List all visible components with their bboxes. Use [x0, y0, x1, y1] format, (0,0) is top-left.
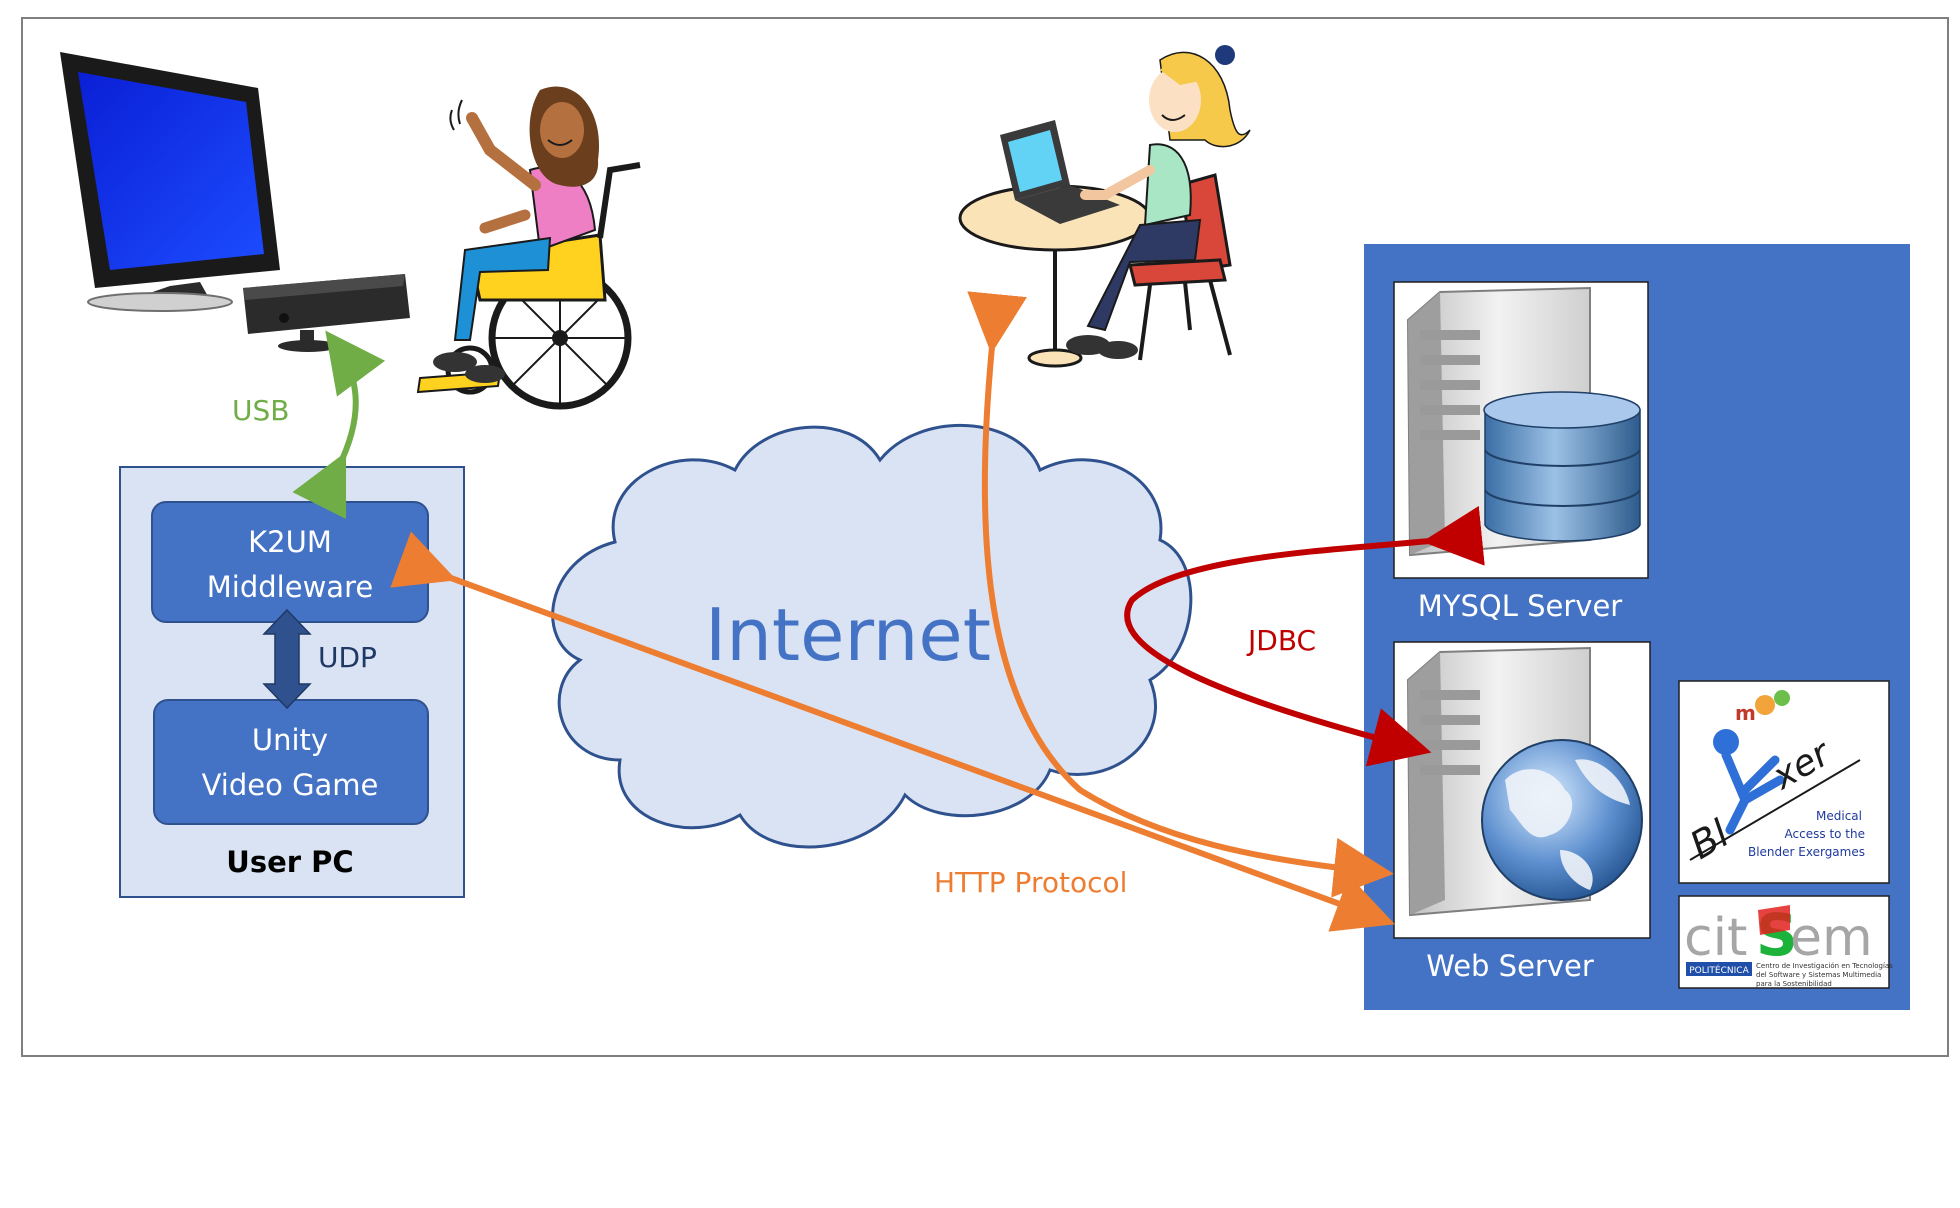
citsem-badge: POLITÉCNICA	[1689, 964, 1749, 976]
blexer-logo: m Bl xer Medical Access to the Blender E…	[1678, 680, 1890, 884]
jdbc-arrow	[1124, 505, 1485, 767]
user-pc-panel: K2UM Middleware Unity Video Game UDP Use…	[119, 466, 465, 898]
usb-label: USB	[232, 394, 289, 427]
citsem-tagline-2: del Software y Sistemas Multimedia	[1756, 971, 1881, 979]
usb-arrow	[292, 330, 386, 519]
wheelchair-user-illustration	[416, 86, 641, 410]
http-arrow-laptop-web	[967, 291, 1394, 898]
monitor-icon	[60, 52, 280, 312]
mysql-server-icon	[1393, 281, 1649, 579]
citsem-tagline-3: para la Sostenibilidad	[1756, 980, 1832, 988]
web-server-label: Web Server	[1426, 949, 1594, 983]
svg-text:em: em	[1790, 908, 1873, 968]
udp-label: UDP	[318, 641, 377, 674]
middleware-line2: Middleware	[207, 570, 373, 604]
blexer-tagline-1: Medical	[1816, 809, 1862, 823]
citsem-tagline-1: Centro de Investigación en Tecnologías	[1756, 962, 1893, 970]
http-protocol-label: HTTP Protocol	[934, 866, 1127, 899]
blexer-tagline-2: Access to the	[1785, 827, 1865, 841]
game-line2: Video Game	[202, 768, 379, 802]
game-line1: Unity	[252, 723, 328, 757]
middleware-line1: K2UM	[248, 525, 332, 559]
server-panel: MYSQL Server Web Server m Bl xer	[1364, 244, 1910, 1010]
citsem-logo: cit S em POLITÉCNICA Centro de Investiga…	[1678, 895, 1893, 989]
udp-arrow	[262, 608, 312, 710]
svg-text:m: m	[1735, 701, 1756, 725]
blexer-tagline-3: Blender Exergames	[1748, 845, 1865, 859]
middleware-box	[151, 501, 429, 623]
jdbc-label: JDBC	[1246, 624, 1316, 657]
video-game-box	[153, 699, 429, 825]
internet-label: Internet	[705, 593, 991, 677]
svg-text:cit: cit	[1684, 908, 1747, 968]
user-pc-label: User PC	[226, 845, 353, 879]
web-server-icon	[1393, 641, 1651, 939]
mysql-server-label: MYSQL Server	[1418, 589, 1623, 623]
